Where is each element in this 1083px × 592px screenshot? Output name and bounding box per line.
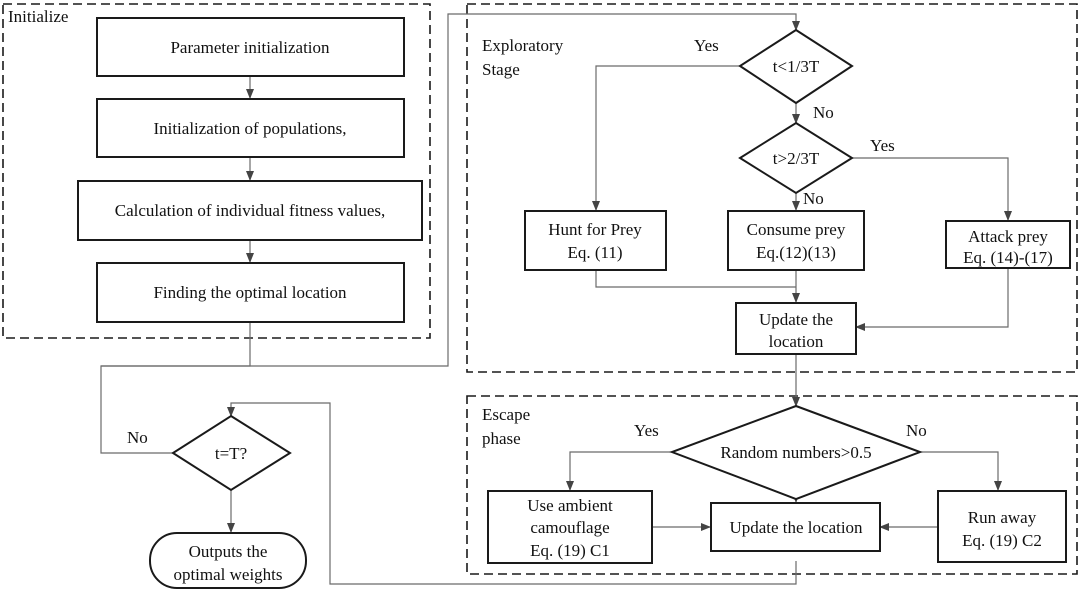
svg-text:optimal weights: optimal weights (173, 565, 282, 584)
svg-text:Hunt for Prey: Hunt for Prey (548, 220, 642, 239)
svg-text:Update the: Update the (759, 310, 833, 329)
svg-text:Eq. (14)-(17): Eq. (14)-(17) (963, 248, 1053, 267)
attack-prey-box: Attack prey Eq. (14)-(17) (945, 220, 1071, 269)
hunt-for-prey-box: Hunt for Prey Eq. (11) (524, 210, 667, 271)
population-initialization-box: Initialization of populations, (96, 98, 405, 158)
update-location-box-exploratory: Update the location (735, 302, 857, 355)
svg-text:Eq. (11): Eq. (11) (567, 243, 622, 262)
svg-text:Eq. (19) C2: Eq. (19) C2 (962, 531, 1042, 550)
no-label-2: No (803, 189, 824, 208)
svg-text:Initialization of populations,: Initialization of populations, (153, 119, 346, 138)
exploratory-label-line2: Stage (482, 60, 520, 79)
optimal-location-box: Finding the optimal location (96, 262, 405, 323)
no-loop-label: No (127, 428, 148, 447)
run-away-box: Run away Eq. (19) C2 (937, 490, 1067, 563)
escape-phase-group (466, 395, 1078, 575)
outputs-optimal-weights-terminal: Outputs the optimal weights (149, 532, 307, 589)
parameter-initialization-box: Parameter initialization (96, 17, 405, 77)
connectors (100, 13, 1012, 585)
svg-text:Finding the optimal location: Finding the optimal location (153, 283, 347, 302)
svg-text:location: location (769, 332, 824, 351)
svg-text:Run away: Run away (968, 508, 1037, 527)
yes-label-1: Yes (694, 36, 719, 55)
svg-text:Parameter initialization: Parameter initialization (170, 38, 330, 57)
svg-text:t>2/3T: t>2/3T (773, 149, 820, 168)
initialize-label: Initialize (8, 7, 68, 26)
yes-label-3: Yes (634, 421, 659, 440)
no-label-1: No (813, 103, 834, 122)
escape-label-line2: phase (482, 429, 521, 448)
svg-text:Random numbers>0.5: Random numbers>0.5 (720, 443, 871, 462)
initialize-group (2, 3, 431, 339)
t-less-than-third-decision: t<1/3T (738, 28, 854, 105)
svg-text:Attack prey: Attack prey (968, 227, 1048, 246)
svg-text:camouflage: camouflage (530, 518, 609, 537)
svg-text:t=T?: t=T? (215, 444, 247, 463)
svg-text:Use ambient: Use ambient (527, 496, 613, 515)
svg-text:Outputs the: Outputs the (189, 542, 268, 561)
consume-prey-box: Consume prey Eq.(12)(13) (727, 210, 865, 271)
exploratory-label-line1: Exploratory (482, 36, 564, 55)
fitness-calculation-box: Calculation of individual fitness values… (77, 180, 423, 241)
svg-text:t<1/3T: t<1/3T (773, 57, 820, 76)
yes-label-2: Yes (870, 136, 895, 155)
no-label-3: No (906, 421, 927, 440)
random-number-decision: Random numbers>0.5 (669, 404, 923, 501)
svg-text:Calculation of individual fitn: Calculation of individual fitness values… (115, 201, 386, 220)
update-location-box-escape: Update the location (710, 502, 881, 552)
svg-text:Eq. (19) C1: Eq. (19) C1 (530, 541, 610, 560)
exploratory-stage-group (466, 3, 1078, 373)
svg-text:Update the location: Update the location (729, 518, 863, 537)
ambient-camouflage-box: Use ambient camouflage Eq. (19) C1 (487, 490, 653, 564)
escape-label-line1: Escape (482, 405, 530, 424)
svg-text:Eq.(12)(13): Eq.(12)(13) (756, 243, 836, 262)
svg-text:Consume prey: Consume prey (747, 220, 846, 239)
t-greater-than-two-thirds-decision: t>2/3T (738, 121, 854, 195)
t-equals-T-decision: t=T? (171, 414, 292, 492)
